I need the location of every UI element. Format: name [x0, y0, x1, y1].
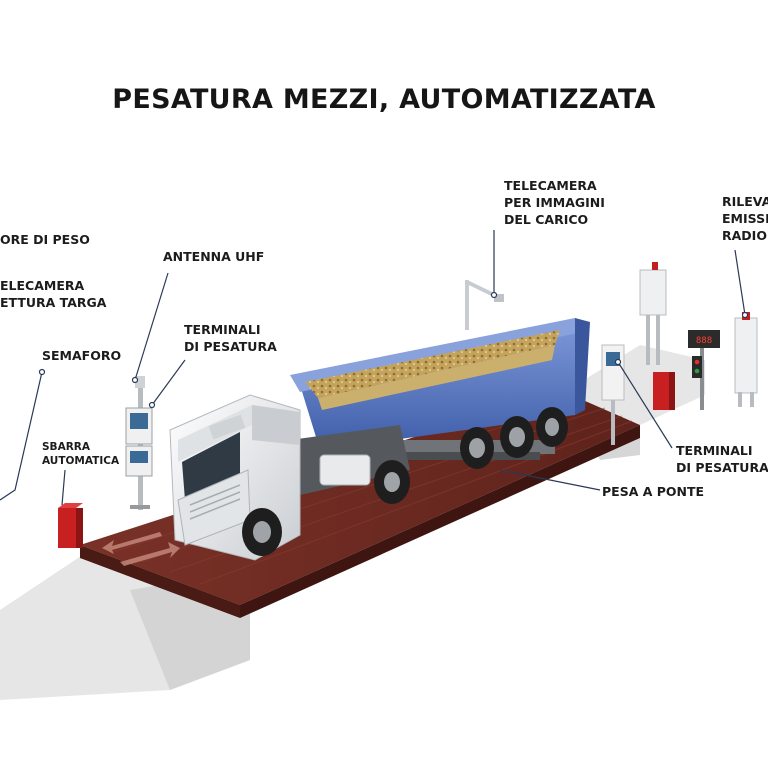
label-uhf-antenna: ANTENNA UHF	[163, 249, 265, 264]
label-weighbridge: PESA A PONTE	[602, 484, 705, 499]
page-title: PESATURA MEZZI, AUTOMATIZZATA	[112, 84, 656, 115]
label-semaphore: SEMAFORO	[42, 348, 122, 363]
label-plate-camera: ELECAMERA ETTURA TARGA	[0, 278, 107, 310]
svg-text:888: 888	[696, 336, 712, 346]
leader-dots	[38, 291, 749, 409]
label-weigh-terminals-left: TERMINALI DI PESATURA	[184, 322, 277, 354]
label-weigh-terminals-right: TERMINALI DI PESATURA	[676, 443, 768, 475]
label-weight-indicator: ORE DI PESO	[0, 232, 90, 247]
left-terminal-pole	[125, 376, 153, 510]
label-load-camera: TELECAMERA PER IMMAGINI DEL CARICO	[504, 178, 605, 227]
truck-cab	[169, 394, 410, 561]
trailer-wheels	[460, 407, 568, 469]
leader-lines	[0, 230, 746, 506]
label-radio-detector: RILEVA EMISSI RADIO	[722, 194, 768, 243]
right-equipment: 888	[601, 262, 758, 445]
direction-arrows-icon	[102, 532, 180, 566]
load-camera-gantry	[465, 280, 504, 330]
label-barrier: SBARRA AUTOMATICA	[42, 441, 120, 467]
left-barrier	[58, 503, 83, 548]
